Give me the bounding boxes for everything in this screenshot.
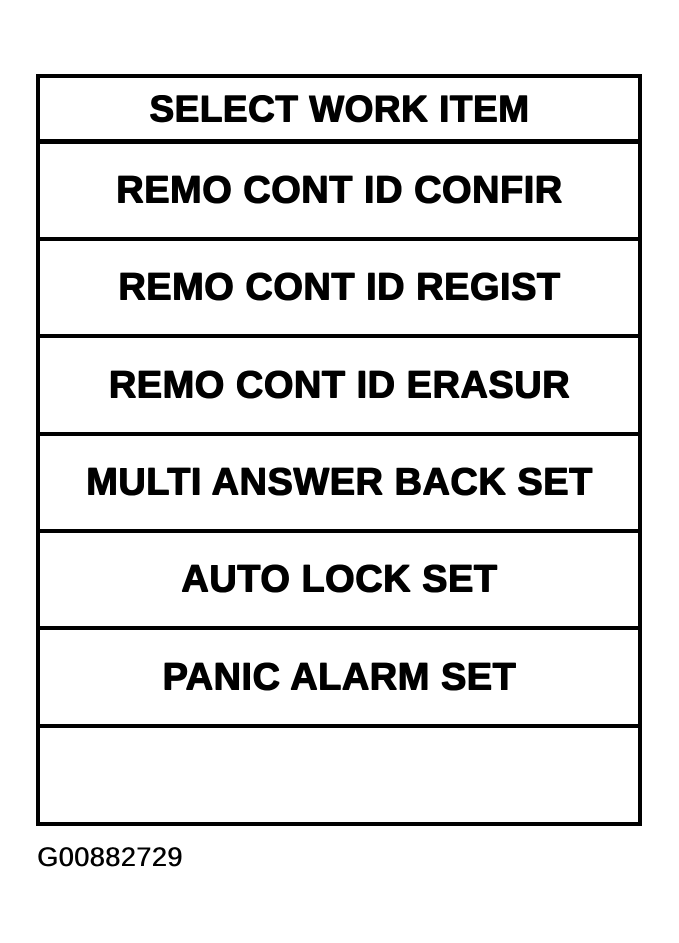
menu-item-label: AUTO LOCK SET: [180, 558, 498, 600]
menu-title: SELECT WORK ITEM: [148, 87, 530, 129]
menu-item-remo-cont-id-erasur: REMO CONT ID ERASUR: [40, 338, 638, 436]
figure-id-label: G00882729: [37, 842, 183, 872]
menu-item-label: PANIC ALARM SET: [162, 655, 516, 698]
select-work-item-menu: SELECT WORK ITEM REMO CONT ID CONFIR REM…: [36, 74, 642, 826]
menu-title-row: SELECT WORK ITEM: [40, 78, 638, 144]
menu-empty-row: [40, 728, 638, 822]
menu-item-label: REMO CONT ID REGIST: [117, 266, 561, 308]
menu-item-label: REMO CONT ID ERASUR: [108, 363, 570, 406]
menu-item-multi-answer-back-set: MULTI ANSWER BACK SET: [40, 436, 638, 533]
menu-item-auto-lock-set: AUTO LOCK SET: [40, 533, 638, 630]
menu-item-label: MULTI ANSWER BACK SET: [85, 461, 593, 503]
menu-item-remo-cont-id-regist: REMO CONT ID REGIST: [40, 241, 638, 338]
menu-item-panic-alarm-set: PANIC ALARM SET: [40, 630, 638, 728]
menu-item-label: REMO CONT ID CONFIR: [115, 169, 563, 211]
menu-item-remo-cont-id-confir: REMO CONT ID CONFIR: [40, 144, 638, 241]
